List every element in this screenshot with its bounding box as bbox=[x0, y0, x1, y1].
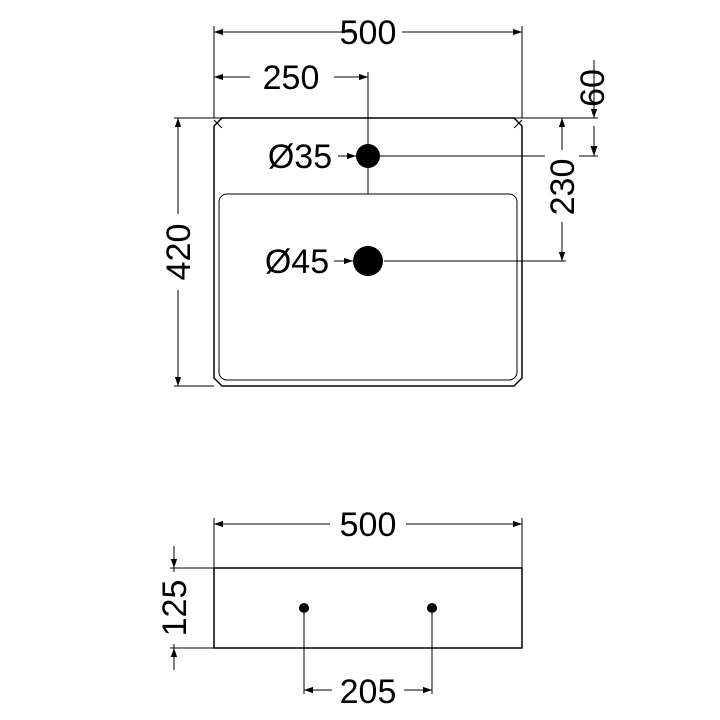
basin-back-chamfer-right bbox=[513, 119, 523, 129]
tap-hole-diameter-label: Ø35 bbox=[268, 138, 332, 176]
dim-depth-label: 420 bbox=[160, 224, 198, 281]
basin-back-chamfer-left bbox=[213, 119, 223, 129]
tap-hole bbox=[356, 144, 380, 168]
waste-diameter-label: Ø45 bbox=[265, 243, 329, 281]
bowl-outline bbox=[218, 193, 518, 381]
dim-tap-from-back-label: 60 bbox=[574, 69, 612, 107]
front-dim-height-label: 125 bbox=[156, 580, 194, 637]
front-dim-fixing-label: 205 bbox=[340, 673, 397, 711]
dim-waste-from-back-label: 230 bbox=[544, 159, 582, 216]
basin-outline bbox=[213, 117, 523, 387]
dim-width-label: 500 bbox=[340, 14, 397, 52]
waste-hole bbox=[353, 246, 383, 276]
front-view: 500 125 205 bbox=[156, 506, 523, 711]
front-outline bbox=[213, 567, 523, 649]
front-dim-width-label: 500 bbox=[340, 506, 397, 544]
top-view: 500 250 420 60 230 Ø35 Ø45 bbox=[160, 14, 612, 387]
dim-tap-offset-label: 250 bbox=[263, 59, 320, 97]
